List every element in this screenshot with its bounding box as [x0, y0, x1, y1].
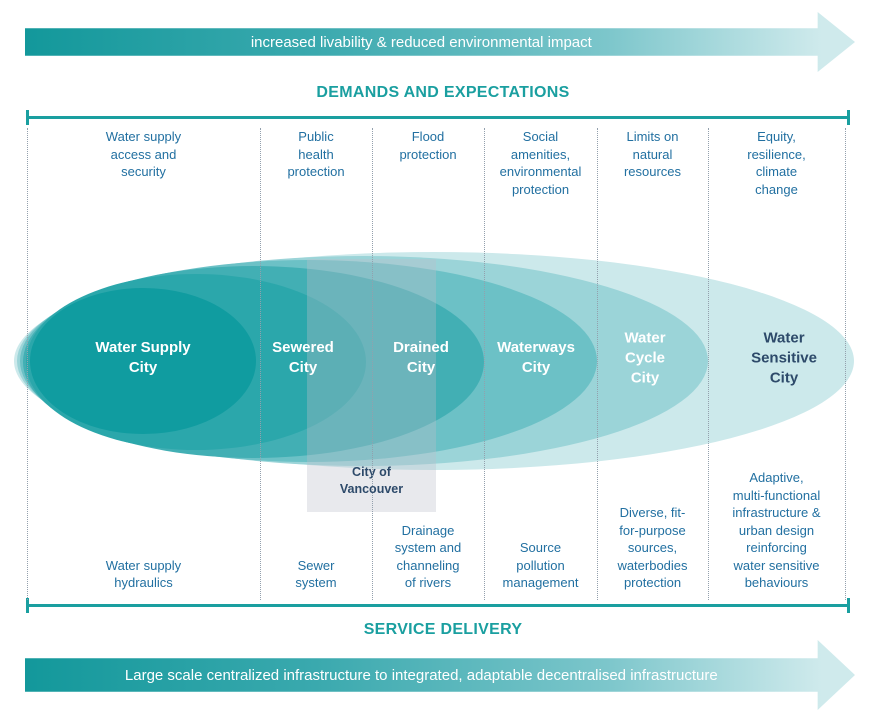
- city-label-water-supply: Water Supply City: [95, 339, 191, 376]
- column-divider: [484, 128, 485, 600]
- service-delivery-header: SERVICE DELIVERY: [363, 621, 523, 638]
- demands-bracket-line: [27, 116, 849, 119]
- bracket-cap: [847, 110, 850, 125]
- demand-label-equity: Equity, resilience, climate change: [747, 129, 806, 197]
- demands-header: DEMANDS AND EXPECTATIONS: [316, 84, 570, 101]
- service-label-hydraulics: Water supply hydraulics: [105, 557, 182, 591]
- city-label-water-sensitive: Water Sensitive City: [751, 329, 817, 386]
- city-of-vancouver-label: City of Vancouver: [339, 465, 404, 496]
- service-label-sewer: Sewer system: [295, 557, 337, 591]
- demand-label-limits: Limits on natural resources: [623, 129, 682, 180]
- service-label-source-pollution: Source pollution management: [502, 540, 579, 591]
- column-divider: [845, 128, 846, 600]
- ellipse-water-supply-city: [30, 288, 256, 434]
- bracket-cap: [26, 598, 29, 613]
- column-divider: [708, 128, 709, 600]
- demand-label-water-supply: Water supply access and security: [105, 129, 182, 180]
- service-label-diverse-sources: Diverse, fit- for-purpose sources, water…: [617, 505, 688, 591]
- livability-arrow: increased livability & reduced environme…: [25, 12, 855, 72]
- service-label-adaptive: Adaptive, multi-functional infrastructur…: [732, 470, 821, 591]
- demand-label-public-health: Public health protection: [287, 129, 345, 180]
- demand-label-flood: Flood protection: [399, 129, 457, 162]
- livability-arrow-label: increased livability & reduced environme…: [250, 33, 592, 51]
- city-label-sewered: Sewered City: [272, 339, 334, 376]
- city-of-vancouver-marker: City of Vancouver: [307, 259, 436, 512]
- city-label-drained: Drained City: [393, 339, 449, 376]
- column-divider: [27, 128, 28, 600]
- demand-label-social-amenities: Social amenities, environmental protecti…: [499, 129, 582, 197]
- service-bracket-line: [27, 604, 849, 607]
- infrastructure-arrow: Large scale centralized infrastructure t…: [25, 640, 855, 710]
- column-divider: [597, 128, 598, 600]
- city-label-water-cycle: Water Cycle City: [624, 329, 666, 386]
- column-divider: [260, 128, 261, 600]
- bracket-cap: [26, 110, 29, 125]
- city-label-waterways: Waterways City: [497, 339, 575, 376]
- bracket-cap: [847, 598, 850, 613]
- service-label-drainage: Drainage system and channeling of rivers: [394, 522, 462, 591]
- infrastructure-arrow-label: Large scale centralized infrastructure t…: [124, 666, 718, 684]
- column-divider: [372, 128, 373, 600]
